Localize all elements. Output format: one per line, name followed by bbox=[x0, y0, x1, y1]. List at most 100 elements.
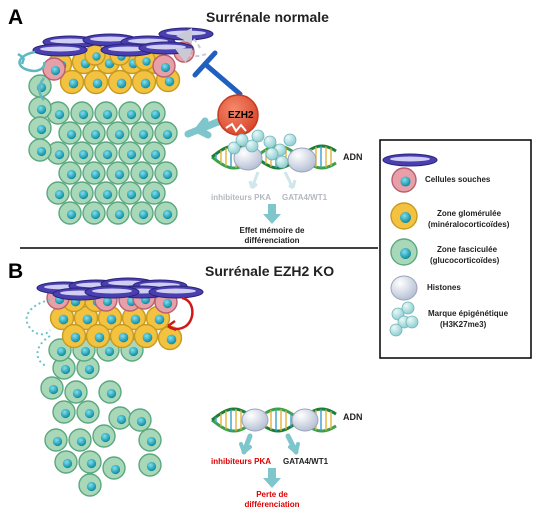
legend-fasciculata-icon bbox=[390, 238, 418, 266]
fasciculata-cell bbox=[94, 181, 118, 205]
epigenetic-mark bbox=[283, 133, 297, 147]
legend-mark-sublabel: (H3K27me3) bbox=[440, 320, 487, 329]
inhibition-symbol bbox=[192, 50, 243, 97]
legend-histone-icon bbox=[390, 275, 418, 301]
capsule-cells-ko bbox=[36, 277, 204, 301]
glomerulosa-cell bbox=[83, 69, 109, 95]
fasciculata-cell bbox=[58, 161, 82, 185]
panel-a-title: Surrénale normale bbox=[206, 9, 329, 25]
fasciculata-cell bbox=[78, 473, 102, 497]
fasciculata-cell bbox=[28, 96, 52, 120]
capsule-cell bbox=[138, 41, 194, 55]
migration-path-2 bbox=[38, 77, 46, 101]
fasciculata-cell bbox=[70, 181, 94, 205]
legend-fasciculata-label: Zone fasciculée bbox=[437, 245, 498, 254]
fasciculata-cell bbox=[154, 121, 178, 145]
fasciculata-cell bbox=[64, 380, 88, 404]
capsule-cell bbox=[32, 43, 88, 57]
fasciculata-cell bbox=[154, 201, 178, 225]
glomerulosa-cell bbox=[109, 323, 135, 349]
target-pka-ko: inhibiteurs PKA bbox=[211, 457, 271, 466]
glomerulosa-cell bbox=[84, 44, 106, 66]
fasciculata-cell bbox=[76, 400, 100, 424]
target-arrows bbox=[248, 171, 297, 190]
epigenetic-mark bbox=[263, 135, 277, 149]
target-gata4-wt1-ko: GATA4/WT1 bbox=[283, 457, 329, 466]
glomerulosa-cell bbox=[85, 323, 111, 349]
fasciculata-cell bbox=[94, 141, 118, 165]
fasciculata-cell bbox=[82, 121, 106, 145]
histone bbox=[291, 408, 319, 432]
fasciculata-cell bbox=[138, 428, 162, 452]
fasciculata-cell bbox=[46, 181, 70, 205]
histones-ko bbox=[241, 408, 319, 432]
fasciculata-cell bbox=[52, 400, 76, 424]
ezh2-label: EZH2 bbox=[228, 110, 254, 121]
glomerulosa-cell bbox=[131, 69, 157, 95]
fasciculata-cell bbox=[128, 408, 152, 432]
dna-label: ADN bbox=[343, 152, 363, 162]
outcome-line-1: Effet mémoire de bbox=[240, 226, 305, 235]
migration-arrowhead bbox=[17, 52, 26, 65]
panel-a-letter: A bbox=[8, 6, 23, 29]
fasciculata-cell bbox=[130, 161, 154, 185]
target-arrows-ko bbox=[239, 433, 300, 455]
fasciculata-cell bbox=[54, 450, 78, 474]
legend-mark-label: Marque épigénétique bbox=[428, 309, 509, 318]
fasciculata-cell bbox=[106, 161, 130, 185]
migration-path-ko-2 bbox=[36, 335, 51, 367]
legend-stem-label: Cellules souches bbox=[425, 175, 491, 184]
fasciculata-cell bbox=[82, 201, 106, 225]
dna-label-ko: ADN bbox=[343, 412, 363, 422]
legend-stem-icon bbox=[391, 167, 417, 193]
panel-b-letter: B bbox=[8, 260, 23, 283]
fasciculata-cell bbox=[142, 141, 166, 165]
histones bbox=[233, 145, 317, 173]
fasciculata-cell bbox=[40, 376, 64, 400]
fasciculata-cell bbox=[28, 116, 52, 140]
fasciculata-cell bbox=[78, 450, 102, 474]
fasciculata-cell bbox=[82, 161, 106, 185]
epigenetic-mark bbox=[251, 129, 265, 143]
outcome-ko-line-1: Perte de bbox=[256, 490, 288, 499]
histone bbox=[241, 408, 269, 432]
stem-cell bbox=[42, 57, 66, 81]
fasciculata-cell bbox=[58, 201, 82, 225]
legend-capsule-icon bbox=[382, 153, 438, 167]
epigenetic-mark bbox=[235, 133, 249, 147]
stem-cell bbox=[152, 54, 176, 78]
fasciculata-cell bbox=[118, 181, 142, 205]
glomerulosa-cell bbox=[133, 323, 159, 349]
glomerulosa-cell bbox=[59, 69, 85, 95]
fasciculata-cell bbox=[68, 428, 92, 452]
fasciculata-cell bbox=[44, 428, 68, 452]
fasciculata-cell bbox=[70, 101, 94, 125]
fasciculata-cell bbox=[130, 201, 154, 225]
target-pka: inhibiteurs PKA bbox=[211, 193, 271, 202]
fasciculata-cell bbox=[142, 101, 166, 125]
panel-b-title: Surrénale EZH2 KO bbox=[205, 263, 334, 279]
capsule-cell bbox=[158, 27, 214, 41]
epigenetic-mark bbox=[275, 155, 289, 169]
fasciculata-cell bbox=[118, 141, 142, 165]
capsule-cell bbox=[148, 285, 204, 299]
renewal-arrow bbox=[176, 28, 201, 49]
capsule-cell bbox=[84, 285, 140, 299]
fasciculata-cell bbox=[130, 121, 154, 145]
legend-fasciculata-sublabel: (glucocorticoïdes) bbox=[430, 256, 500, 265]
fasciculata-cell bbox=[118, 101, 142, 125]
fasciculata-cell bbox=[154, 161, 178, 185]
legend-glomerulosa-icon bbox=[390, 202, 418, 230]
renewal-arrow-2 bbox=[174, 48, 207, 63]
outcome-arrow-ko bbox=[263, 468, 281, 488]
fasciculata-cell bbox=[142, 181, 166, 205]
fasciculata-cell bbox=[106, 121, 130, 145]
fasciculata-cell bbox=[46, 101, 70, 125]
epigenetic-mark bbox=[227, 141, 241, 155]
fasciculata-cell bbox=[106, 201, 130, 225]
outcome-line-2: différenciation bbox=[244, 236, 299, 245]
panel-b: B Surrénale EZH2 KO ADN inhibiteurs PKA … bbox=[8, 260, 363, 509]
legend-glomerulosa-label: Zone glomérulée bbox=[437, 209, 502, 218]
fasciculata-cells bbox=[28, 74, 178, 225]
legend-mark-icon bbox=[389, 301, 419, 337]
